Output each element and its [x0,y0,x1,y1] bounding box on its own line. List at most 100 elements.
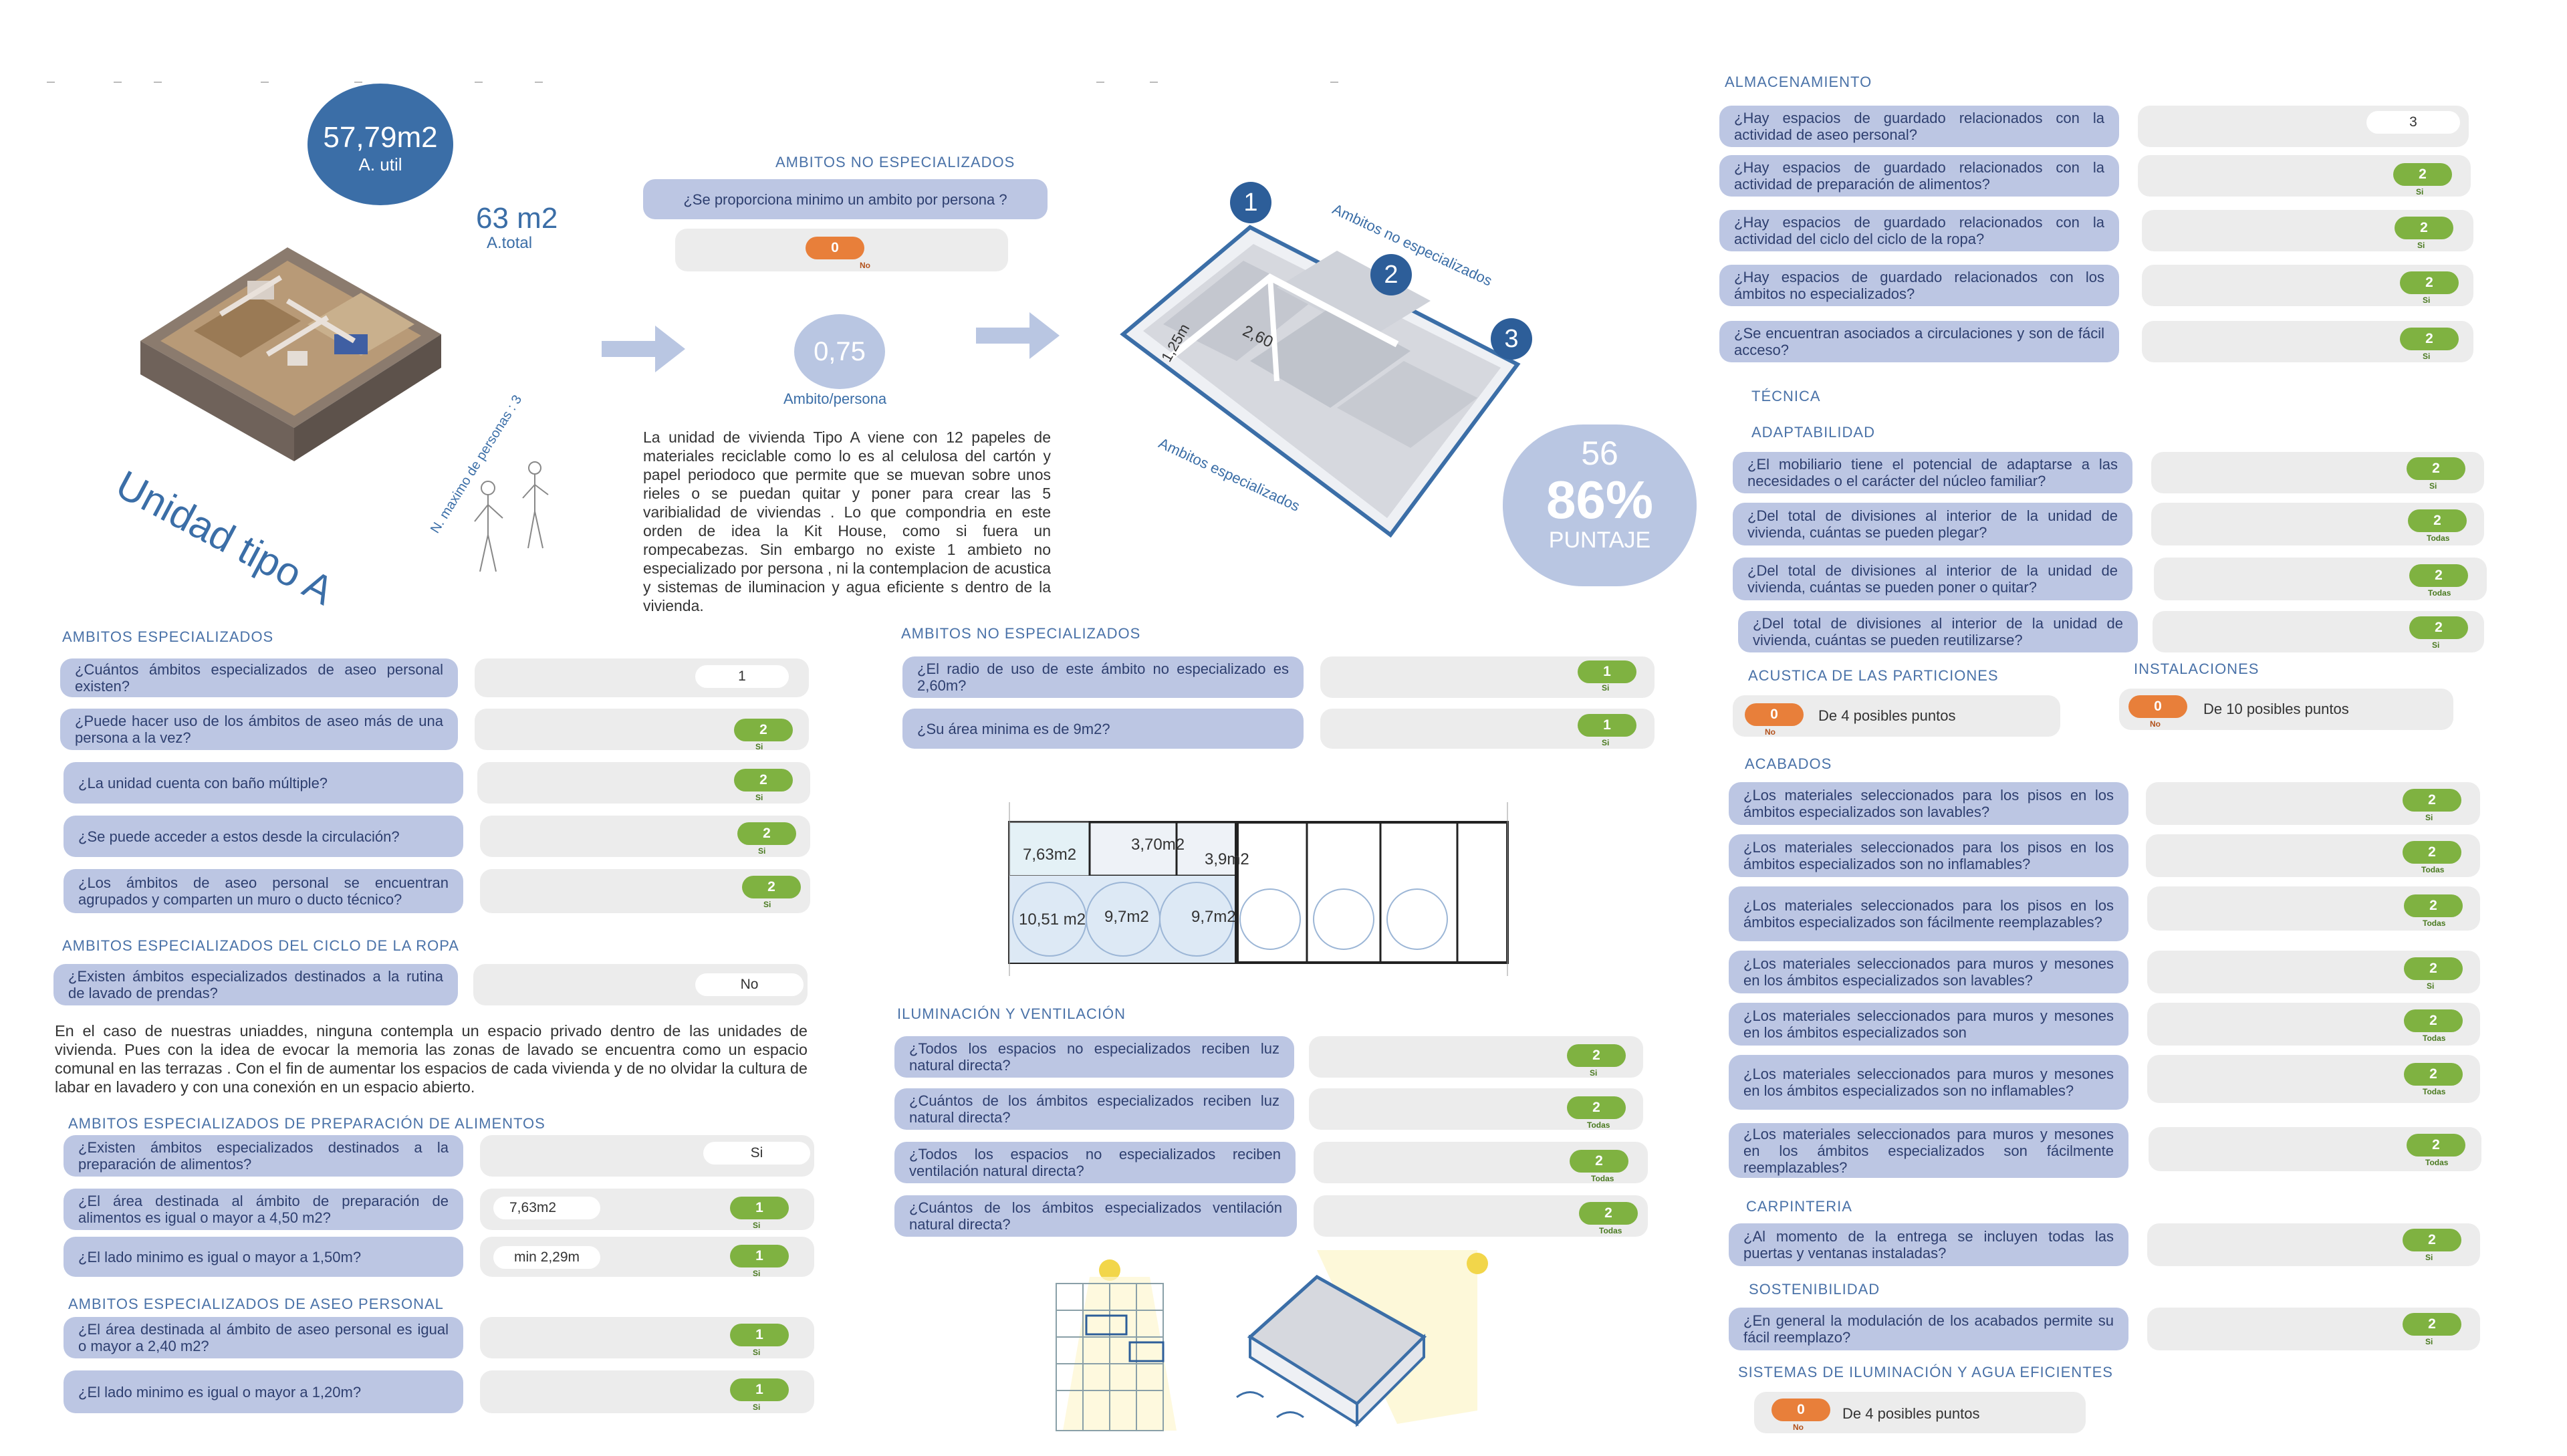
prep-q-1: ¿Existen ámbitos especializados destinad… [64,1135,463,1177]
score-percent: 86% [1546,470,1654,529]
aseo-heading: AMBITOS ESPECIALIZADOS DE ASEO PERSONAL [68,1296,444,1312]
acust-value: 0 [1745,703,1804,726]
ratio-badge: 0,75 [794,314,885,389]
acab-a-3-sub: Todas [2423,919,2446,928]
prep-a-2-sub: Si [753,1221,761,1230]
adapt-a-1: 2 [2407,457,2465,480]
plan-label-2: 3,70m2 [1131,836,1185,854]
prep-q-2: ¿El área destinada al ámbito de preparac… [64,1189,463,1230]
acab-a-4: 2 [2404,957,2463,980]
carp-heading: CARPINTERIA [1746,1198,1852,1215]
acab-q-3: ¿Los materiales seleccionados para los p… [1729,886,2128,941]
ilum-a-3: 2 [1570,1150,1628,1173]
spec-q-1: ¿Cuántos ámbitos especializados de aseo … [60,658,458,697]
prep-a-3-extra: min 2,29m [493,1246,600,1269]
acab-a-1-sub: Si [2425,813,2433,822]
acab-a-4-sub: Si [2427,981,2435,991]
alm-a-3: 2 [2395,217,2453,239]
acust-heading: ACUSTICA DE LAS PARTICIONES [1748,667,1999,684]
spec-a-2-sub: Si [755,742,763,751]
acab-a-7: 2 [2407,1134,2465,1157]
ratio-value: 0,75 [814,336,866,366]
spec-q-3: ¿La unidad cuenta con baño múltiple? [64,762,463,804]
adapt-heading: ADAPTABILIDAD [1751,424,1875,441]
adapt-q-4: ¿Del total de divisiones al interior de … [1738,611,2138,652]
prep-heading: AMBITOS ESPECIALIZADOS DE PREPARACIÓN DE… [68,1115,545,1132]
alm-a-2-sub: Si [2416,187,2424,197]
sost-a-1: 2 [2403,1313,2461,1336]
no-spec-top-question: ¿Se proporciona minimo un ambito por per… [643,179,1048,219]
spec-a-1: 1 [695,665,789,688]
spec-a-2: 2 [734,719,793,741]
axon-badge-1: 1 [1230,182,1271,223]
sost-q-1: ¿En general la modulación de los acabado… [1729,1308,2128,1350]
acab-a-2: 2 [2403,841,2461,864]
mid-no-spec-a-2: 1 [1578,714,1636,737]
alm-a-4-sub: Si [2423,295,2431,305]
ilum-q-1: ¿Todos los espacios no especializados re… [894,1036,1294,1078]
description-paragraph: La unidad de vivienda Tipo A viene con 1… [643,429,1051,614]
plan-label-5: 9,7m2 [1104,908,1149,926]
sun-axon-diagram [1236,1250,1488,1427]
ropa-q-1: ¿Existen ámbitos especializados destinad… [53,964,458,1005]
alm-q-2: ¿Hay espacios de guardado relacionados c… [1719,155,2119,197]
inst-sub: No [2150,719,2161,729]
prep-q-3: ¿El lado minimo es igual o mayor a 1,50m… [64,1237,463,1277]
acab-q-7: ¿Los materiales seleccionados para muros… [1729,1123,2128,1178]
alm-a-1: 3 [2366,111,2460,134]
area-total-label: A.total [487,234,533,252]
plan-label-3: 3,9m2 [1205,850,1249,868]
spec-heading: AMBITOS ESPECIALIZADOS [62,628,274,645]
mid-no-spec-a-1-sub: Si [1602,683,1610,693]
carp-a-1-sub: Si [2425,1253,2433,1262]
ratio-label: Ambito/persona [783,390,887,407]
ilum-a-4: 2 [1579,1202,1638,1225]
acab-a-5-sub: Todas [2423,1034,2446,1043]
acab-a-2-sub: Todas [2421,865,2445,874]
inst-value: 0 [2128,695,2187,718]
plan-label-1: 7,63m2 [1023,846,1077,864]
aseo-a-1-sub: Si [753,1348,761,1357]
ilum-q-3: ¿Todos los espacios no especializados re… [894,1142,1296,1183]
alm-a-5-sub: Si [2423,352,2431,361]
alm-a-4: 2 [2400,271,2459,294]
score-points: 56 [1581,435,1618,472]
acab-heading: ACABADOS [1745,755,1832,772]
adapt-q-3: ¿Del total de divisiones al interior de … [1733,558,2132,600]
alm-a-3-sub: Si [2417,241,2425,250]
prep-a-1: Si [703,1142,810,1165]
acab-q-4: ¿Los materiales seleccionados para muros… [1729,951,2128,993]
adapt-a-2-sub: Todas [2427,533,2450,543]
sist-text: De 4 posibles puntos [1842,1405,1980,1422]
acab-a-6-sub: Todas [2423,1087,2446,1096]
spec-a-4: 2 [737,822,796,845]
alm-q-4: ¿Hay espacios de guardado relacionados c… [1719,265,2119,306]
acust-text: De 4 posibles puntos [1818,707,1956,724]
axon-badge-2: 2 [1370,254,1412,295]
no-spec-top-heading: AMBITOS NO ESPECIALIZADOS [775,154,1015,170]
carp-q-1: ¿Al momento de la entrega se incluyen to… [1729,1223,2128,1266]
alm-q-3: ¿Hay espacios de guardado relacionados c… [1719,210,2119,251]
arrow-right-icon [976,312,1060,359]
acab-a-1: 2 [2403,789,2461,812]
no-spec-top-answer-sub: No [860,261,870,270]
spec-a-3: 2 [734,769,793,792]
adapt-a-2: 2 [2408,509,2467,532]
no-spec-top-answer: 0 [806,237,864,259]
ilum-a-1: 2 [1567,1044,1626,1067]
ilum-q-2: ¿Cuántos de los ámbitos especializados r… [894,1088,1294,1130]
spec-a-4-sub: Si [758,846,766,856]
area-util-value: 57,79m2 [323,121,438,154]
sost-heading: SOSTENIBILIDAD [1749,1281,1880,1298]
adapt-a-3-sub: Todas [2428,588,2451,598]
aseo-a-2: 1 [730,1378,789,1401]
spec-q-4: ¿Se puede acceder a estos desde la circu… [64,816,463,857]
aseo-a-2-sub: Si [753,1403,761,1412]
acab-q-6: ¿Los materiales seleccionados para muros… [1729,1055,2128,1110]
adapt-a-4: 2 [2409,616,2468,639]
mid-no-spec-a-1: 1 [1578,660,1636,683]
spec-q-2: ¿Puede hacer uso de los ámbitos de aseo … [60,709,458,750]
adapt-q-1: ¿El mobiliario tiene el potencial de ada… [1733,452,2132,493]
alm-q-1: ¿Hay espacios de guardado relacionados c… [1719,106,2119,147]
carp-a-1: 2 [2403,1229,2461,1251]
